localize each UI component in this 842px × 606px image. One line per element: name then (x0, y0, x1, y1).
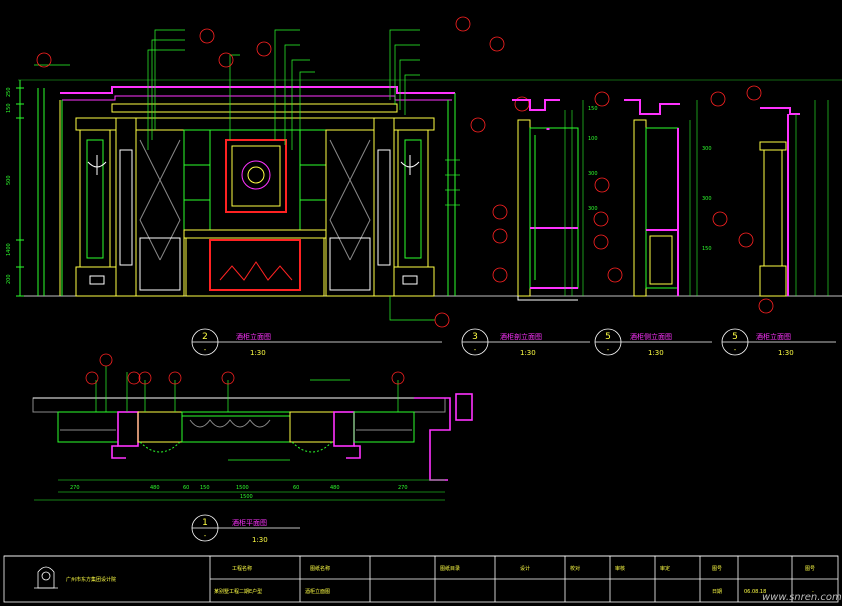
view-1-scale: 1:30 (252, 536, 268, 544)
plan-callouts (95, 366, 399, 461)
tb-sheet-label: 图号 (805, 566, 815, 572)
callout-circles (36, 16, 774, 328)
view-titles: 2 - 酒柜立面图 1:30 3 - 酒柜剖立面图 1:30 5 - 酒柜侧立面… (191, 328, 836, 544)
section-3 (512, 99, 579, 301)
plan-view (32, 393, 473, 501)
view-5b-title: 酒柜立面图 (756, 332, 791, 341)
plan-dim-4: 1500 (236, 485, 249, 491)
tb-drawing-label: 图纸名称 (310, 565, 330, 572)
tb-date-value: 06.08.18 (744, 589, 766, 595)
dim-h-1: 150 (6, 103, 12, 113)
company-logo (34, 566, 58, 589)
view-title-2: 2 - 酒柜立面图 1:30 (191, 328, 442, 357)
section-dim-labels: 150 100 300 300 300 300 150 (588, 106, 712, 252)
plan-dim-5: 60 (293, 485, 299, 491)
tb-design-label: 设计 (520, 565, 530, 572)
sec-dim-6: 150 (702, 246, 712, 252)
plan-dim-6: 480 (330, 485, 340, 491)
view-5b-scale: 1:30 (778, 349, 794, 357)
sec-dim-0: 150 (588, 106, 598, 112)
section-5a (624, 99, 691, 297)
sec-dim-1: 100 (588, 136, 598, 142)
left-height-labels: 250 150 500 1400 200 (6, 87, 12, 284)
dim-h-4: 200 (6, 274, 12, 284)
title-block (3, 555, 839, 603)
sec-dim-4: 300 (702, 146, 712, 152)
view-5a-id: 5 (605, 332, 611, 342)
tb-contents-label: 图纸目录 (440, 565, 460, 572)
tb-sheet-value: - (812, 589, 814, 595)
watermark: www.snren.com (762, 592, 842, 603)
view-5a-scale: 1:30 (648, 349, 664, 357)
view-3-id: 3 (472, 332, 478, 342)
elevation-main (18, 86, 842, 297)
view-2-title: 酒柜立面图 (236, 332, 271, 341)
sec-dim-5: 300 (702, 196, 712, 202)
view-5b-sub: - (734, 346, 737, 354)
section-5b (759, 100, 816, 297)
title-block-text: 广州市东方集团设计院 工程名称 某别墅工程二期E户型 图纸名称 酒柜立面图 图纸… (66, 565, 815, 595)
elevation-callouts (34, 29, 460, 321)
section-dimensions (582, 100, 829, 296)
tb-review-label: 审核 (615, 565, 625, 572)
tb-project-label: 工程名称 (232, 565, 252, 572)
view-5b-id: 5 (732, 332, 738, 342)
tb-project-value: 某别墅工程二期E户型 (214, 588, 262, 595)
view-5a-sub: - (607, 346, 610, 354)
tb-no-label: 图号 (712, 566, 722, 572)
plan-dim-labels: 270 480 60 150 1500 60 480 270 1500 (70, 485, 408, 500)
view-3-title: 酒柜剖立面图 (500, 332, 542, 341)
view-title-5a: 5 - 酒柜侧立面图 1:30 (594, 328, 712, 357)
dim-h-2: 500 (6, 175, 12, 185)
view-title-1: 1 - 酒柜平面图 1:30 (191, 514, 300, 544)
plan-dim-total: 1500 (240, 494, 253, 500)
plan-dim-1: 480 (150, 485, 160, 491)
tb-check-label: 校对 (570, 565, 580, 572)
tb-approve-label: 审定 (660, 565, 670, 572)
sec-dim-3: 300 (588, 206, 598, 212)
view-3-sub: - (474, 346, 477, 354)
view-title-5b: 5 - 酒柜立面图 1:30 (721, 328, 836, 357)
dim-h-0: 250 (6, 87, 12, 97)
view-title-3: 3 - 酒柜剖立面图 1:30 (461, 328, 590, 357)
tb-date-label: 日期 (712, 589, 722, 595)
view-1-id: 1 (202, 518, 208, 528)
view-1-sub: - (204, 532, 207, 540)
view-2-scale: 1:30 (250, 349, 266, 357)
plan-dim-0: 270 (70, 485, 80, 491)
view-3-scale: 1:30 (520, 349, 536, 357)
view-2-id: 2 (202, 332, 208, 342)
view-2-sub: - (204, 346, 207, 354)
plan-circles (85, 353, 405, 385)
view-1-title: 酒柜平面图 (232, 518, 267, 527)
tb-drawing-value: 酒柜立面图 (305, 588, 330, 595)
tb-company: 广州市东方集团设计院 (66, 576, 116, 583)
plan-dim-3: 150 (200, 485, 210, 491)
plan-dim-2: 60 (183, 485, 189, 491)
dim-h-3: 1400 (6, 243, 12, 256)
sec-dim-2: 300 (588, 171, 598, 177)
plan-dim-7: 270 (398, 485, 408, 491)
view-5a-title: 酒柜侧立面图 (630, 332, 672, 341)
